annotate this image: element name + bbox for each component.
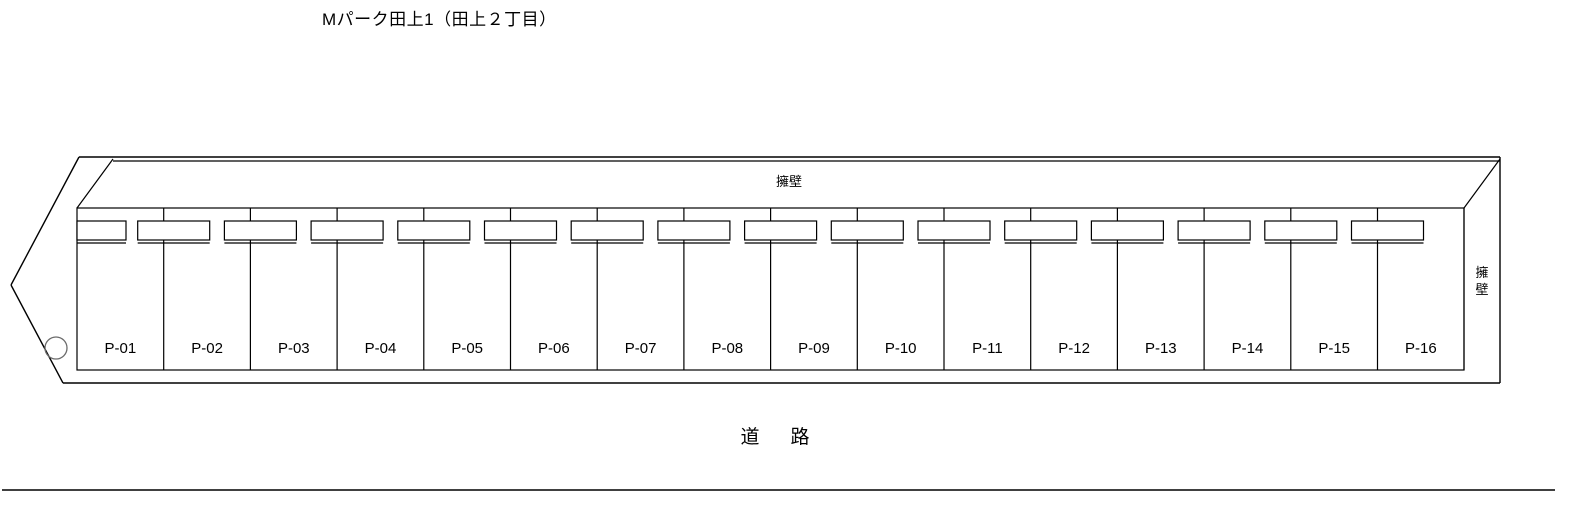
road-label: 道 路 [740, 426, 815, 448]
car-stopper-7 [657, 220, 731, 241]
stall-labels: P-01 P-02 P-03 P-04 P-05 P-06 P-07 P-08 … [105, 340, 1437, 357]
site-boundary-chamfer-lower [10, 284, 64, 384]
stall-label-p-16: P-16 [1405, 340, 1437, 357]
stall-label-p-08: P-08 [711, 340, 743, 357]
retaining-wall-right-label-char-1: 擁 [1475, 265, 1488, 280]
entrance-marker-circle [44, 336, 68, 360]
stall-label-p-11: P-11 [972, 340, 1003, 357]
car-stopper-14 [1264, 220, 1338, 241]
corner-diagonal-right [1463, 158, 1501, 209]
stall-label-p-06: P-06 [538, 340, 570, 357]
retaining-wall-right-label-char-2: 壁 [1475, 282, 1488, 297]
car-stopper-15 [1350, 220, 1425, 241]
corner-diagonal-left [76, 158, 114, 209]
car-stopper-11 [1004, 220, 1078, 241]
car-stopper-3 [310, 220, 384, 241]
stall-label-p-05: P-05 [451, 340, 483, 357]
car-stoppers [76, 220, 1425, 244]
stall-label-p-01: P-01 [105, 340, 137, 357]
car-stopper-10 [917, 220, 991, 241]
stall-label-p-14: P-14 [1232, 340, 1264, 357]
car-stopper-5 [483, 220, 558, 241]
site-boundary-chamfer-upper [10, 156, 80, 286]
retaining-wall-top-label: 擁壁 [776, 174, 802, 189]
stall-label-p-15: P-15 [1318, 340, 1350, 357]
stall-label-p-09: P-09 [798, 340, 830, 357]
page-title: Mパーク田上1（田上２丁目） [322, 10, 557, 29]
site-boundary [10, 156, 1501, 384]
car-stopper-0 [76, 220, 127, 241]
stall-label-p-02: P-02 [191, 340, 223, 357]
corner-diagonals [76, 158, 1501, 209]
car-stopper-4 [397, 220, 471, 241]
stall-label-p-10: P-10 [885, 340, 917, 357]
stall-label-p-07: P-07 [625, 340, 657, 357]
stall-label-p-12: P-12 [1058, 340, 1090, 357]
car-stopper-6 [570, 220, 644, 241]
stall-label-p-13: P-13 [1145, 340, 1177, 357]
car-stopper-13 [1177, 220, 1251, 241]
car-stopper-2 [223, 220, 297, 241]
car-stopper-9 [830, 220, 904, 241]
retaining-wall-right: 擁 壁 [1463, 208, 1489, 370]
stall-label-p-04: P-04 [365, 340, 397, 357]
stall-label-p-03: P-03 [278, 340, 310, 357]
car-stopper-1 [137, 220, 211, 241]
car-stopper-8 [743, 220, 818, 241]
car-stopper-12 [1090, 220, 1165, 241]
